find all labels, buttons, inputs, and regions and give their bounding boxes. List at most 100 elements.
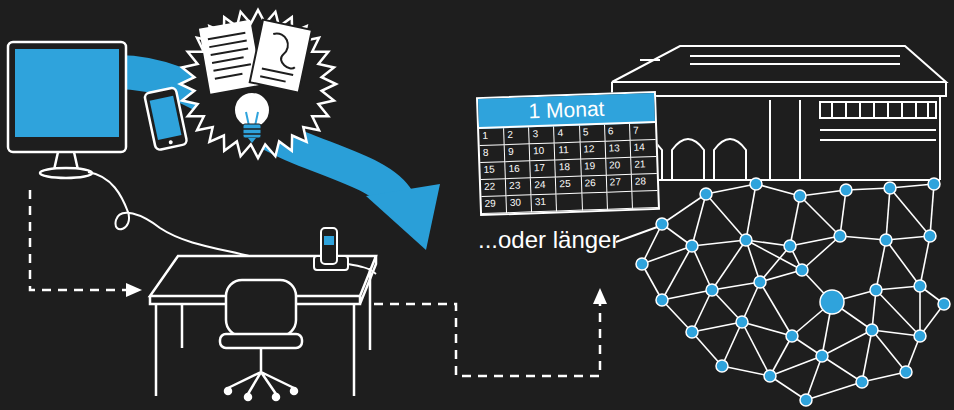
calendar-day: 20 (609, 159, 621, 170)
calendar-day: 15 (483, 164, 495, 175)
calendar-cell: 15 (480, 162, 506, 180)
calendar-cell (582, 193, 608, 211)
calendar-cell: 27 (607, 175, 633, 193)
calendar-cell: 26 (581, 176, 607, 194)
network-graph (924, 230, 936, 242)
calendar-cell: 14 (630, 140, 656, 158)
network-graph (706, 284, 718, 296)
calendar-day: 11 (558, 144, 569, 155)
desk-phone (324, 236, 334, 245)
network-graph (760, 246, 790, 282)
calendar-cell: 10 (530, 143, 556, 161)
network-graph (900, 366, 912, 378)
office-chair (228, 348, 294, 394)
calendar-cell: 19 (581, 159, 607, 177)
network-graph (692, 322, 742, 332)
monitor-icon (15, 49, 119, 137)
building (640, 56, 900, 64)
calendar-day: 28 (635, 175, 647, 186)
network-graph (764, 370, 776, 382)
calendar-day: 30 (510, 197, 522, 208)
calendar-cell: 4 (554, 126, 580, 144)
idea-burst (250, 20, 312, 93)
calendar-day: 2 (507, 129, 513, 140)
network-graph (806, 356, 822, 400)
calendar-day: 14 (633, 141, 645, 152)
calendar-cell: 11 (555, 143, 581, 161)
calendar-day: 18 (559, 161, 571, 172)
network-graph (770, 356, 822, 376)
calendar-cell: 7 (630, 123, 656, 141)
network-graph (800, 190, 846, 196)
network-graph (886, 240, 920, 286)
network-graph (802, 236, 840, 270)
idea-burst (208, 33, 252, 79)
network-graph (722, 366, 770, 376)
dashed-arrow (374, 288, 607, 376)
desk-phone (314, 228, 376, 274)
idea-burst (243, 124, 261, 138)
network-graph (712, 240, 746, 290)
calendar-day: 13 (608, 142, 620, 153)
network-graph (790, 236, 840, 246)
calendar-day: 4 (558, 127, 564, 138)
idea-burst (234, 92, 270, 128)
calendar-day: 8 (483, 147, 489, 158)
phone-icon (150, 96, 182, 140)
network-graph (736, 316, 748, 328)
building (820, 130, 936, 140)
cable (88, 172, 262, 260)
phone-icon (144, 87, 187, 150)
calendar-cell: 25 (556, 177, 582, 195)
calendar-cell: 3 (529, 126, 555, 144)
network-graph (840, 236, 886, 240)
desk (150, 256, 376, 396)
network-graph (920, 236, 930, 286)
network-graph (712, 282, 760, 290)
building (612, 46, 946, 82)
flow-arrow (366, 184, 440, 250)
network-graph (770, 336, 792, 376)
network-graph (750, 178, 762, 190)
office-chair (220, 334, 302, 348)
network-graph (876, 240, 886, 290)
calendar-cell: 21 (631, 157, 657, 175)
monitor-icon (8, 42, 126, 178)
calendar-day: 24 (534, 179, 546, 190)
calendar-cell: 28 (632, 174, 658, 192)
idea-burst (260, 32, 301, 83)
calendar-day: 22 (484, 181, 496, 192)
calendar-cell: 23 (506, 178, 532, 196)
note-text: ...oder länger (478, 226, 619, 254)
network-graph (880, 234, 892, 246)
calendar-cell: 2 (504, 127, 530, 145)
network-graph (642, 246, 692, 264)
network-graph (742, 322, 792, 336)
calendar-day: 26 (584, 177, 596, 188)
network-graph (886, 188, 890, 240)
network-graph (784, 240, 796, 252)
calendar-box: 1 Monat123456789101112131415161718192021… (476, 91, 660, 216)
calendar-day: 17 (534, 162, 546, 173)
network-graph (700, 188, 712, 200)
network-graph (692, 290, 712, 332)
network-graph (866, 324, 878, 336)
network-graph (656, 218, 668, 230)
phone-icon (144, 87, 187, 150)
calendar-day: 7 (633, 125, 639, 136)
calendar-day: 27 (610, 176, 622, 187)
calendar-day: 6 (608, 125, 614, 136)
network-graph (790, 196, 800, 246)
calendar-cell: 13 (605, 141, 631, 159)
network-graph (834, 230, 846, 242)
calendar-cell: 5 (580, 125, 606, 143)
calendar-day: 10 (533, 145, 545, 156)
dashed-arrow (374, 304, 600, 376)
network-graph (636, 258, 648, 270)
network-graph (662, 290, 712, 300)
calendar-cell: 12 (580, 142, 606, 160)
network-graph (706, 194, 746, 240)
calendar-cell: 18 (556, 160, 582, 178)
